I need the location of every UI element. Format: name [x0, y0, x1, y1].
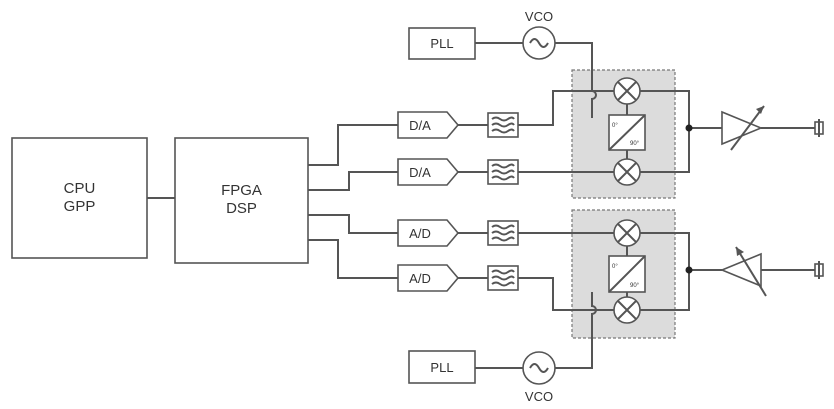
dac-i-label: D/A: [409, 118, 431, 133]
rx-vco-icon: [522, 351, 556, 385]
phase-shift-90-label: 90°: [630, 141, 640, 147]
mixer-icon: [613, 296, 641, 324]
fpga-dsp-block: [174, 137, 309, 264]
phase-shift-0-label: 0°: [612, 264, 618, 270]
rx-vco-label: VCO: [525, 389, 553, 404]
tx-vco-icon: [522, 26, 556, 60]
lowpass-filter-icon: [487, 112, 519, 138]
phase-shift-90-label: 90°: [630, 283, 640, 289]
lowpass-filter-icon: [487, 159, 519, 185]
phase-shifter-block: 0° 90°: [608, 255, 646, 293]
mixer-icon: [613, 77, 641, 105]
rx-pll-block: [408, 350, 476, 384]
lowpass-filter-icon: [487, 265, 519, 291]
dsp-label: DSP: [226, 200, 257, 217]
adc-q-block: [397, 264, 460, 292]
rx-variable-amplifier-icon: [719, 246, 767, 297]
adc-i-label: A/D: [409, 226, 431, 241]
tx-vco-label: VCO: [525, 9, 553, 24]
phase-shifter-block: 0° 90°: [608, 114, 646, 151]
tx-antenna-port-icon: [814, 119, 824, 137]
mixer-icon: [613, 219, 641, 247]
fpga-label: FPGA: [221, 182, 262, 199]
phase-shift-0-label: 0°: [612, 123, 618, 129]
tx-pll-label: PLL: [430, 36, 453, 51]
cpu-gpp-block: [11, 137, 148, 259]
cpu-label: CPU: [64, 180, 96, 197]
dac-i-block: [397, 111, 460, 139]
rx-pll-label: PLL: [430, 360, 453, 375]
dac-q-block: [397, 158, 460, 186]
adc-i-block: [397, 219, 460, 247]
dac-q-label: D/A: [409, 165, 431, 180]
tx-pll-block: [408, 27, 476, 60]
lowpass-filter-icon: [487, 220, 519, 246]
rx-antenna-port-icon: [814, 261, 824, 279]
tx-variable-amplifier-icon: [721, 105, 765, 151]
mixer-icon: [613, 158, 641, 186]
adc-q-label: A/D: [409, 271, 431, 286]
gpp-label: GPP: [64, 198, 96, 215]
